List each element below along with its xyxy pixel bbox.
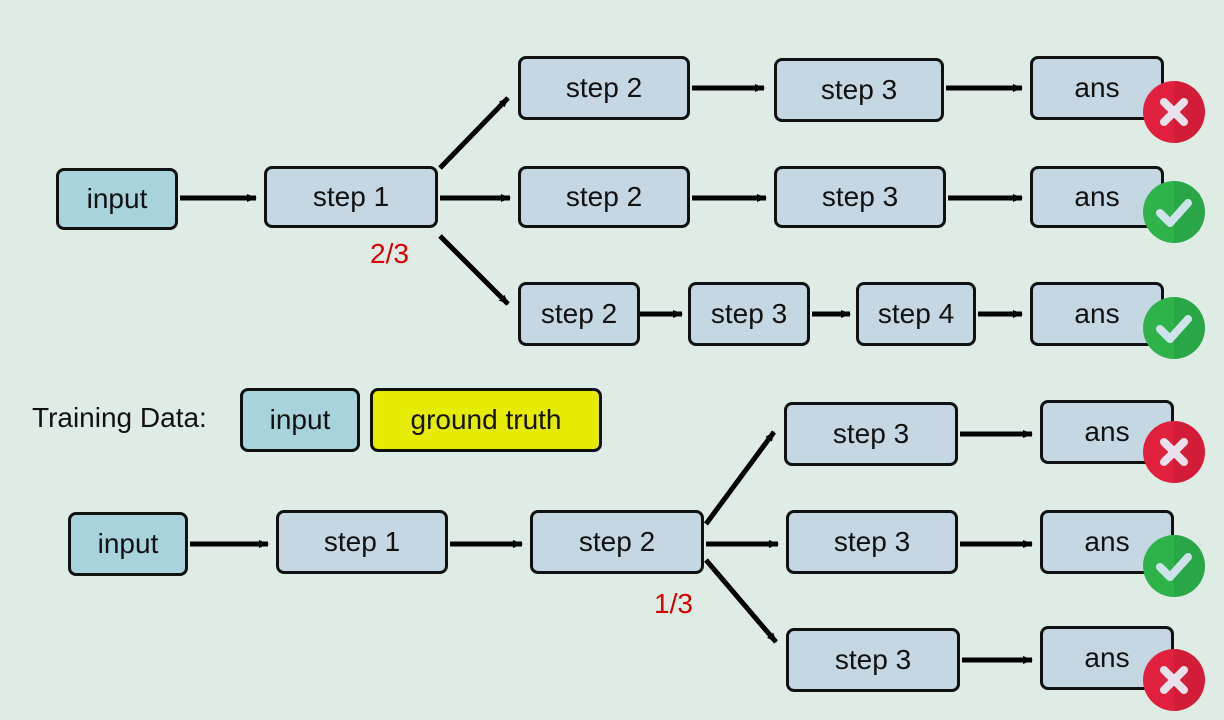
tree2-b3-answer-node: ans	[1040, 626, 1174, 690]
tree1-step1-node: step 1	[264, 166, 438, 228]
tree2-input-node: input	[68, 512, 188, 576]
tree1-b1-answer-node: ans	[1030, 56, 1164, 120]
tree2-b2-step3-node: step 3	[786, 510, 958, 574]
tree1-b3-answer-node: ans	[1030, 282, 1164, 346]
tree2-b3-step3-node: step 3	[786, 628, 960, 692]
tree2-b1-step3-node: step 3	[784, 402, 958, 466]
tree1-b1-step3-node: step 3	[774, 58, 944, 122]
tree1-b2-step2-node: step 2	[518, 166, 690, 228]
tree2-ratio: 1/3	[654, 588, 693, 619]
training-data-label: Training Data:	[32, 402, 207, 433]
tree1-b3-result-icon	[1143, 297, 1205, 359]
tree2-b1-result-icon	[1143, 421, 1205, 483]
flow-arrow	[438, 96, 510, 170]
tree2-b3-result-icon	[1143, 649, 1205, 711]
tree1-b2-result-icon	[1143, 181, 1205, 243]
tree2-step2-node: step 2	[530, 510, 704, 574]
tree1-b3-step4-node: step 4	[856, 282, 976, 346]
flow-arrow	[703, 430, 777, 526]
tree1-b2-step3-node: step 3	[774, 166, 946, 228]
tree1-ratio: 2/3	[370, 238, 409, 269]
tree2-step1-node: step 1	[276, 510, 448, 574]
tree1-b1-result-icon	[1143, 81, 1205, 143]
flow-arrow	[704, 558, 778, 644]
tree1-b2-answer-node: ans	[1030, 166, 1164, 228]
flow-arrow	[438, 234, 510, 306]
tree1-input-node: input	[56, 168, 178, 230]
training-ground-truth-box: ground truth	[370, 388, 602, 452]
tree2-b2-result-icon	[1143, 535, 1205, 597]
tree1-b1-step2-node: step 2	[518, 56, 690, 120]
tree1-b3-step3-node: step 3	[688, 282, 810, 346]
training-input-box: input	[240, 388, 360, 452]
tree1-b3-step2-node: step 2	[518, 282, 640, 346]
